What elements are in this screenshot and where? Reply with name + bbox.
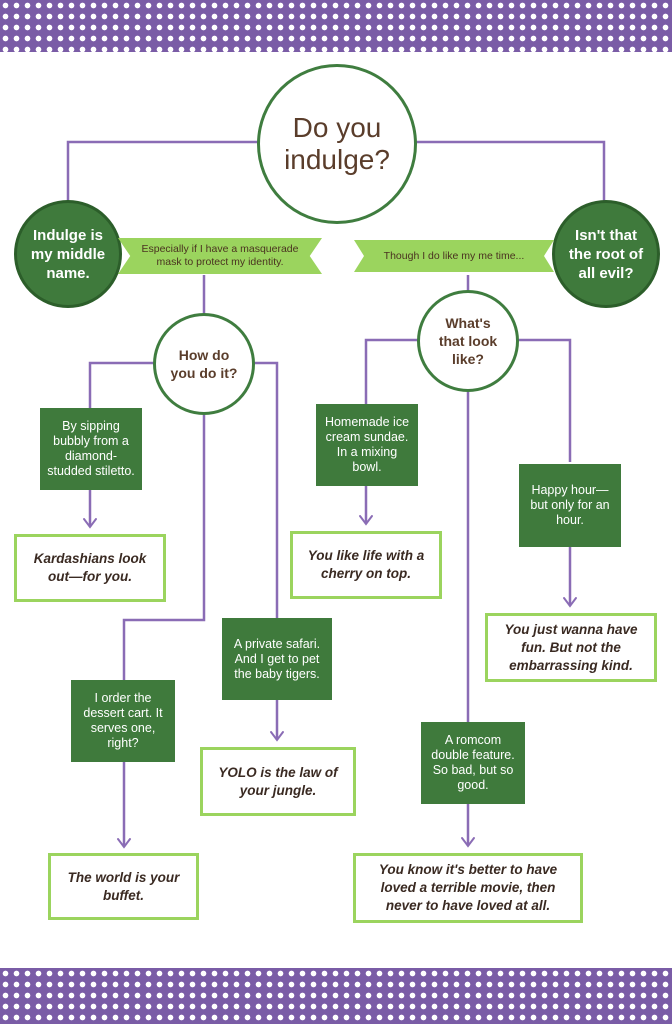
- result-cherry-text: You like life with a cherry on top.: [307, 548, 425, 581]
- arrowhead-cherry: [359, 515, 373, 526]
- connector-how-dessert: [122, 415, 206, 680]
- connector-root-right: [414, 140, 606, 205]
- result-fun-text: You just wanna have fun. But not the emb…: [504, 621, 638, 673]
- result-yolo-text: YOLO is the law of your jungle.: [218, 764, 338, 798]
- question-what-node: What's that look like?: [417, 290, 519, 392]
- choice-happy-hour-text: Happy hour—but only for an hour.: [530, 483, 610, 527]
- banner-masquerade: Especially if I have a masquerade mask t…: [118, 238, 322, 274]
- result-yolo-box: YOLO is the law of your jungle.: [200, 747, 356, 816]
- connector-how-sip: [88, 361, 155, 410]
- result-cherry-box: You like life with a cherry on top.: [290, 531, 442, 599]
- result-romcom-text: You know it's better to have loved a ter…: [378, 862, 558, 913]
- banner-me-time: Though I do like my me time...: [354, 240, 554, 272]
- banner-masquerade-text: Especially if I have a masquerade mask t…: [141, 243, 299, 268]
- connector-what-sundae: [364, 338, 420, 406]
- arrowhead-buffet: [117, 838, 131, 849]
- result-kardashians-text: Kardashians look out—for you.: [33, 551, 147, 584]
- result-buffet-box: The world is your buffet.: [48, 853, 199, 920]
- connector-root-left: [66, 140, 258, 205]
- arrowhead-yolo: [270, 731, 284, 742]
- answer-root-of-evil-text: Isn't that the root of all evil?: [568, 226, 644, 282]
- arrowhead-fun: [563, 597, 577, 608]
- choice-bubbly-text: By sipping bubbly from a diamond-studded…: [47, 419, 135, 478]
- answer-root-of-evil-node: Isn't that the root of all evil?: [552, 200, 660, 308]
- choice-dessert-text: I order the dessert cart. It serves one,…: [83, 691, 163, 750]
- arrowhead-kardashians: [83, 518, 97, 529]
- choice-happy-hour-box: Happy hour—but only for an hour.: [519, 464, 621, 547]
- choice-romcom-text: A romcom double feature. So bad, but so …: [431, 733, 515, 792]
- choice-safari-text: A private safari. And I get to pet the b…: [233, 636, 321, 681]
- choice-bubbly-box: By sipping bubbly from a diamond-studded…: [40, 408, 142, 490]
- question-what-text: What's that look like?: [438, 315, 498, 367]
- connector-what-happy: [518, 338, 572, 462]
- choice-safari-box: A private safari. And I get to pet the b…: [222, 618, 332, 700]
- choice-romcom-box: A romcom double feature. So bad, but so …: [421, 722, 525, 804]
- top-pattern-border: [0, 0, 672, 52]
- question-how-text: How do you do it?: [170, 347, 238, 381]
- result-buffet-text: The world is your buffet.: [67, 869, 180, 903]
- answer-indulge-node: Indulge is my middle name.: [14, 200, 122, 308]
- arrowhead-romcom-result: [461, 837, 475, 848]
- answer-indulge-text: Indulge is my middle name.: [30, 226, 106, 282]
- result-kardashians-box: Kardashians look out—for you.: [14, 534, 166, 602]
- result-fun-box: You just wanna have fun. But not the emb…: [485, 613, 657, 682]
- question-how-node: How do you do it?: [153, 313, 255, 415]
- bottom-pattern-border: [0, 968, 672, 1024]
- root-question-node: Do you indulge?: [257, 64, 417, 224]
- banner-me-time-text: Though I do like my me time...: [383, 249, 525, 262]
- choice-sundae-text: Homemade ice cream sundae. In a mixing b…: [324, 415, 410, 474]
- choice-dessert-box: I order the dessert cart. It serves one,…: [71, 680, 175, 762]
- root-question-text: Do you indulge?: [284, 112, 390, 175]
- connector-how-safari: [252, 361, 279, 620]
- result-romcom-box: You know it's better to have loved a ter…: [353, 853, 583, 923]
- choice-sundae-box: Homemade ice cream sundae. In a mixing b…: [316, 404, 418, 486]
